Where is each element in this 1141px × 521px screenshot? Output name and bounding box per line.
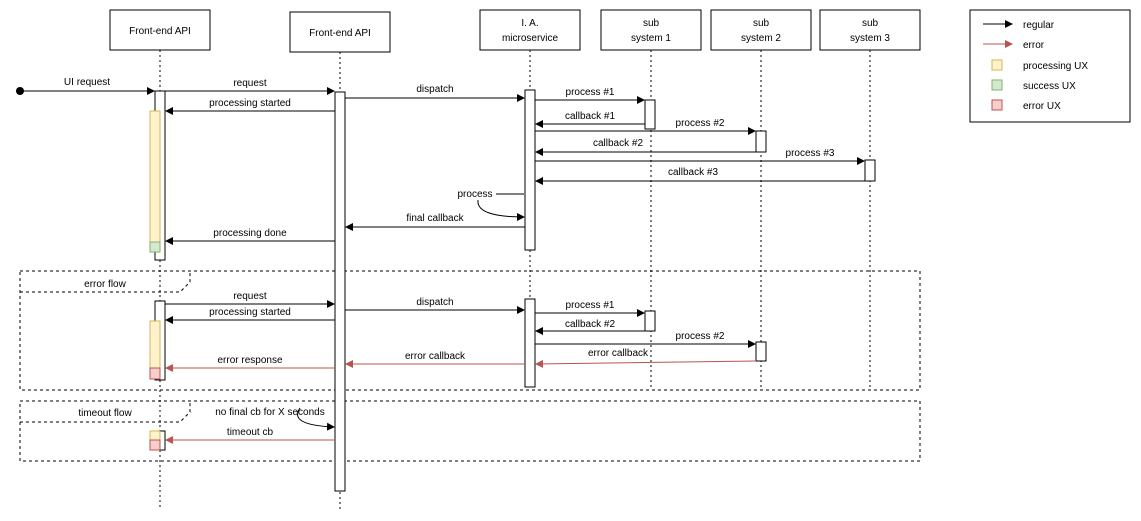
- msg-callback-3-label: callback #3: [668, 167, 718, 178]
- msg-callback-2-label: callback #2: [593, 138, 643, 149]
- msg-no-final-cb-label: no final cb for X seconds: [215, 407, 325, 418]
- msg-error-dispatch-label: dispatch: [416, 297, 453, 308]
- participant-label: Front-end API: [309, 28, 371, 39]
- msg-process-self-label: process: [457, 189, 492, 200]
- legend-error-ux-label: error UX: [1023, 101, 1061, 112]
- activation-frontend-2: [334, 91, 346, 492]
- msg-error-callback-subsystem: [535, 359, 757, 368]
- participant-label: Front-end API: [129, 26, 191, 37]
- msg-process-2-label: process #2: [676, 118, 725, 129]
- msg-error-callback-subsystem-label: error callback: [588, 348, 649, 359]
- participant-microservice: I. A. microservice: [479, 9, 581, 51]
- error-flow-frame: error flow: [19, 270, 921, 391]
- activation-subsystem-1-error: [644, 310, 656, 332]
- legend-processing-swatch: [991, 59, 1003, 71]
- legend-processing-label: processing UX: [1023, 61, 1088, 72]
- participant-subsystem-1: sub system 1: [600, 9, 702, 51]
- legend: regular error processing UX success UX e…: [969, 9, 1131, 123]
- msg-process-1-label: process #1: [566, 87, 615, 98]
- participant-label-line1: I. A.: [521, 18, 538, 29]
- participant-label-line1: sub: [753, 18, 770, 29]
- participant-label-line2: system 1: [631, 33, 671, 44]
- msg-processing-done-label: processing done: [213, 228, 287, 239]
- legend-success-label: success UX: [1023, 81, 1076, 92]
- msg-process-3-label: process #3: [786, 148, 835, 159]
- msg-process-self: [477, 193, 524, 217]
- error-flow-label: error flow: [84, 279, 126, 290]
- processing-ux-bar-timeout: [149, 430, 161, 441]
- msg-no-final-cb-self: [297, 407, 335, 431]
- participant-frontend-api-1: Front-end API: [109, 9, 211, 51]
- participant-label-line2: system 2: [741, 33, 781, 44]
- error-ux-bar-timeout: [149, 439, 161, 451]
- participant-label-line2: system 3: [850, 33, 890, 44]
- msg-error-processing-started-label: processing started: [209, 307, 291, 318]
- msg-error-callback-label: error callback: [405, 351, 466, 362]
- msg-processing-started-label: processing started: [209, 98, 291, 109]
- msg-final-callback-label: final callback: [406, 213, 464, 224]
- success-ux-bar: [149, 241, 161, 253]
- participant-label-line2: microservice: [502, 33, 559, 44]
- legend-regular-label: regular: [1023, 20, 1055, 31]
- activation-subsystem-2-error: [755, 341, 767, 362]
- msg-error-callback-2-label: callback #2: [565, 319, 615, 330]
- participant-frontend-api-2: Front-end API: [289, 11, 391, 53]
- timeout-flow-frame: timeout flow: [19, 400, 921, 462]
- msg-ui-request-label: UI request: [64, 77, 110, 88]
- activation-subsystem-2-main: [755, 130, 767, 153]
- msg-timeout-cb-label: timeout cb: [227, 427, 274, 438]
- processing-ux-bar-error: [149, 320, 161, 369]
- legend-error-label: error: [1023, 40, 1045, 51]
- participant-subsystem-3: sub system 3: [819, 9, 921, 51]
- participant-subsystem-2: sub system 2: [710, 9, 812, 51]
- msg-error-response-label: error response: [217, 355, 282, 366]
- activation-subsystem-3-main: [864, 159, 876, 182]
- msg-request-label: request: [233, 78, 267, 89]
- msg-callback-1-label: callback #1: [565, 111, 615, 122]
- msg-error-request-label: request: [233, 291, 267, 302]
- activation-microservice-error: [524, 298, 536, 388]
- processing-ux-bar: [149, 110, 161, 243]
- error-ux-bar: [149, 367, 161, 380]
- participant-label-line1: sub: [643, 18, 660, 29]
- activation-subsystem-1-main: [644, 99, 656, 130]
- msg-error-process-1-label: process #1: [566, 300, 615, 311]
- activation-microservice-main: [524, 89, 536, 251]
- msg-error-process-2-label: process #2: [676, 331, 725, 342]
- participant-label-line1: sub: [862, 18, 879, 29]
- msg-dispatch-label: dispatch: [416, 84, 453, 95]
- legend-success-swatch: [991, 79, 1003, 91]
- timeout-flow-label: timeout flow: [78, 408, 132, 419]
- legend-error-swatch: [991, 99, 1003, 111]
